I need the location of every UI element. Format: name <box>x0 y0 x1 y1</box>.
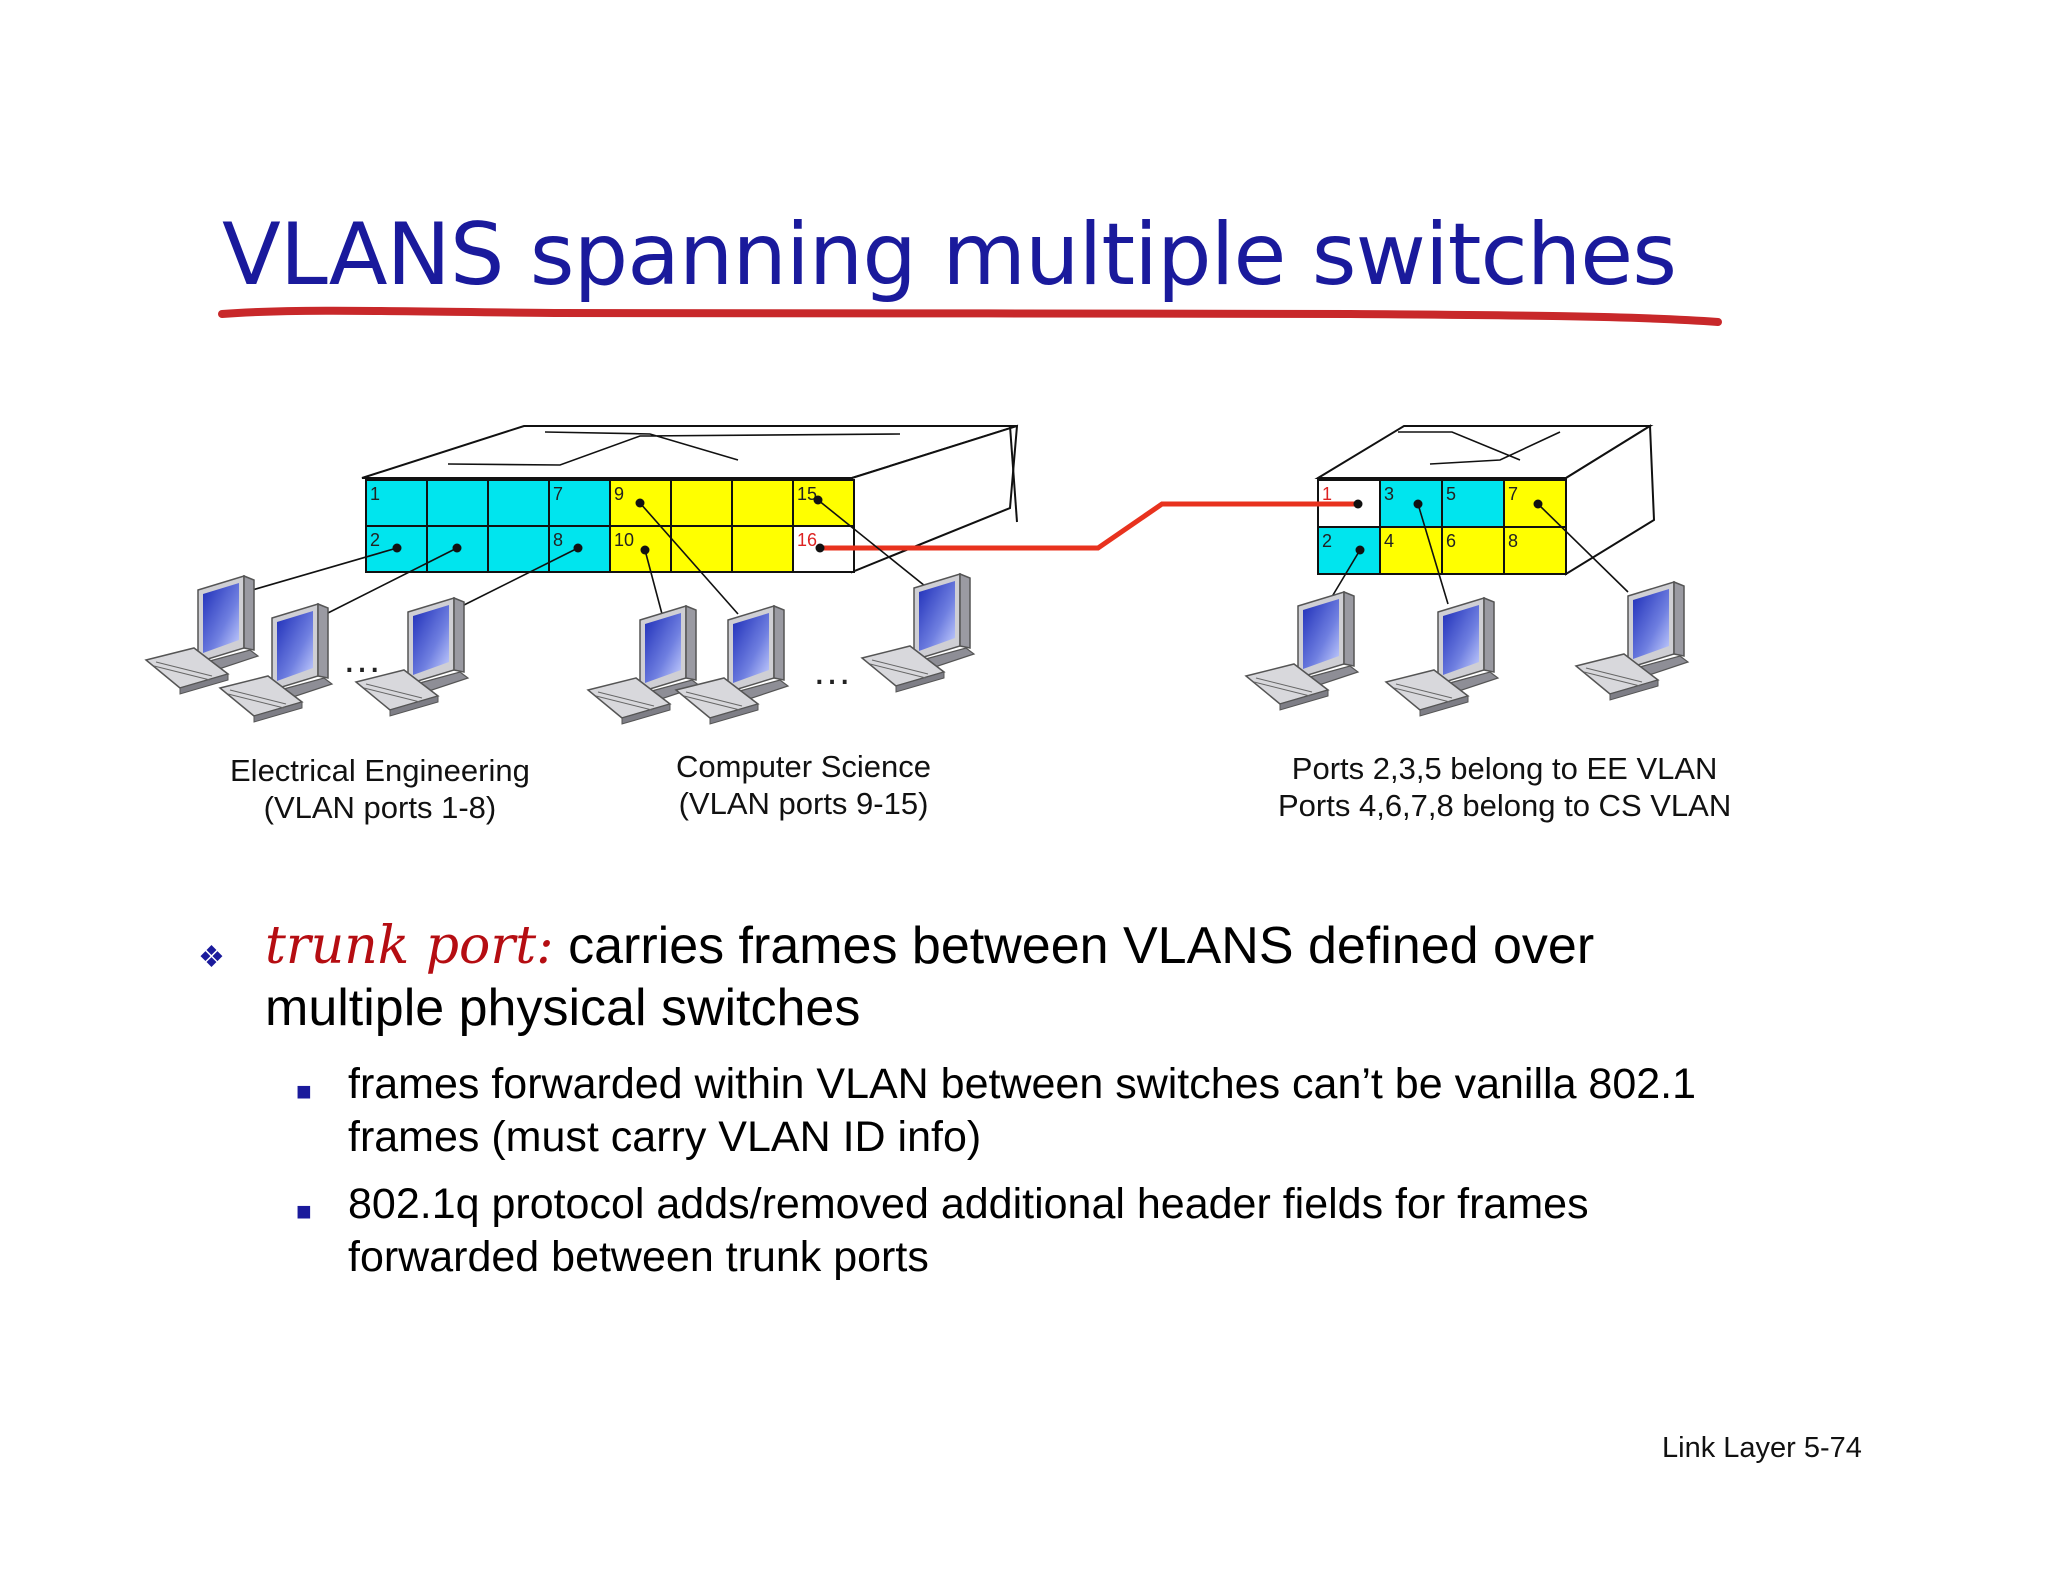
switch1-port-cell <box>487 479 550 527</box>
switch2-port-label-1: 1 <box>1322 484 1332 504</box>
switch1-port-cell <box>792 479 855 527</box>
bullet-marker-sub-2: ■ <box>296 1196 312 1226</box>
port-connection-dot <box>1533 499 1543 509</box>
switch2-port-label-2: 2 <box>1322 531 1332 551</box>
switch1-port-cell <box>365 479 428 527</box>
pc-sw2-3 <box>1575 581 1689 701</box>
switch2-port-label-5: 5 <box>1446 484 1456 504</box>
port-connection-dot <box>452 543 462 553</box>
switch2-port-cell <box>1317 526 1381 575</box>
caption-switch2-line2: Ports 4,6,7,8 belong to CS VLAN <box>1278 788 1732 823</box>
switch2-port-label-6: 6 <box>1446 531 1456 551</box>
switch1-port-label-2: 2 <box>370 530 380 550</box>
caption-ee-line2: (VLAN ports 1-8) <box>263 790 497 825</box>
bullet-sub-2: 802.1q protocol adds/removed additional … <box>348 1180 1589 1281</box>
switch-1: 1 7 9 15 2 8 10 16 <box>361 424 1019 574</box>
port-connection-dot <box>635 498 645 508</box>
port-connection-dot <box>1353 499 1363 509</box>
switch1-port-cell <box>731 479 794 527</box>
slide-title: VLANS spanning multiple switches <box>222 205 1677 305</box>
port-connection-dot <box>573 543 583 553</box>
switch1-port-label-10: 10 <box>614 530 634 550</box>
switch1-port-cell <box>426 525 489 573</box>
switch2-port-cell <box>1503 479 1567 528</box>
caption-cs: Computer Science (VLAN ports 9-15) <box>676 748 931 822</box>
ellipsis-cs: … <box>812 649 852 693</box>
switch1-port-label-1: 1 <box>370 484 380 504</box>
caption-cs-line1: Computer Science <box>676 749 932 784</box>
bullet-marker-sub-1: ■ <box>296 1076 312 1106</box>
switch1-port-cell <box>426 479 489 527</box>
pc-ee-1 <box>145 575 259 695</box>
pc-sw2-1 <box>1245 591 1359 711</box>
bullet-main-text: carries frames between VLANS defined ove… <box>265 917 1595 1037</box>
switch2-port-label-7: 7 <box>1508 484 1518 504</box>
switch1-port-cell <box>731 525 794 573</box>
switch1-port-label-15: 15 <box>797 484 817 504</box>
port-connection-dot <box>392 543 402 553</box>
switch1-port-cell <box>670 479 733 527</box>
switch1-port-label-8: 8 <box>553 530 563 550</box>
port-connection-dot <box>1413 499 1423 509</box>
bullet-main: trunk port: carries frames between VLANS… <box>265 915 1765 1039</box>
switch2-port-cell <box>1441 479 1505 528</box>
caption-ee: Electrical Engineering (VLAN ports 1-8) <box>230 752 530 826</box>
switch1-port-label-7: 7 <box>553 484 563 504</box>
port-connection-dot <box>815 543 825 553</box>
title-underline <box>218 306 1722 326</box>
switch2-port-label-4: 4 <box>1384 531 1394 551</box>
switch2-port-label-3: 3 <box>1384 484 1394 504</box>
switch1-port-cell <box>609 525 672 573</box>
switch1-port-label-9: 9 <box>614 484 624 504</box>
slide-footer: Link Layer 5-74 <box>1662 1432 1862 1464</box>
switch2-port-cell <box>1503 526 1567 575</box>
caption-cs-line2: (VLAN ports 9-15) <box>678 786 929 821</box>
port-connection-dot <box>1355 545 1365 555</box>
pc-cs-1 <box>587 605 701 725</box>
port-connection-dot <box>813 495 823 505</box>
switch2-port-label-8: 8 <box>1508 531 1518 551</box>
ellipsis-ee: … <box>342 637 382 681</box>
cables-switch-2 <box>1329 503 1629 605</box>
caption-ee-line1: Electrical Engineering <box>230 753 530 788</box>
switch1-port-label-16: 16 <box>797 530 817 550</box>
caption-switch2: Ports 2,3,5 belong to EE VLAN Ports 4,6,… <box>1278 750 1731 824</box>
trunk-link <box>820 501 1358 551</box>
cables-switch-1 <box>241 499 926 619</box>
switch1-port-cell <box>487 525 550 573</box>
port-connection-dot <box>640 545 650 555</box>
switch-2: 1 3 5 7 2 4 6 8 <box>1314 424 1656 576</box>
pc-sw2-2 <box>1385 597 1499 717</box>
bullet-sub-1: frames forwarded within VLAN between swi… <box>348 1060 1697 1161</box>
caption-switch2-line1: Ports 2,3,5 belong to EE VLAN <box>1291 751 1718 786</box>
switch1-port-cell <box>548 479 611 527</box>
term-trunk-port: trunk port: <box>265 916 554 976</box>
switch2-port-cell <box>1441 526 1505 575</box>
pc-cs-3 <box>861 573 975 693</box>
bullet-marker-main: ❖ <box>198 941 225 974</box>
